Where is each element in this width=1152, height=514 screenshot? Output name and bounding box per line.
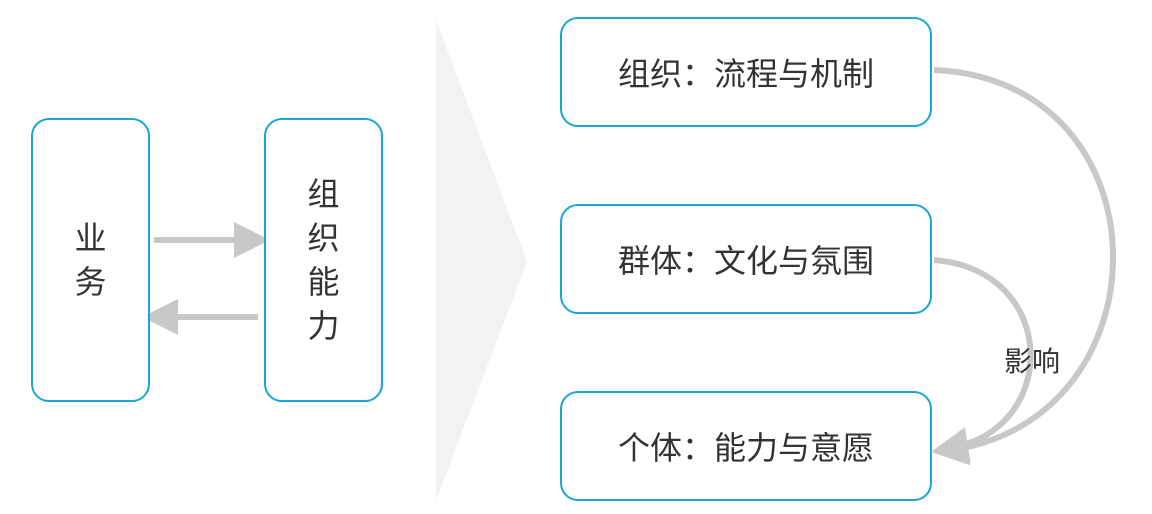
influence-label: 影响	[1004, 345, 1061, 378]
business-char: 业	[74, 219, 107, 257]
individual-ability-label: 个体：能力与意愿	[617, 429, 874, 467]
influence-curve-outer	[932, 67, 1117, 466]
org-capability-char: 织	[307, 219, 340, 257]
org-capability-char: 组	[307, 175, 340, 213]
group-culture-box: 群体：文化与氛围	[560, 204, 932, 314]
org-capability-char: 能	[307, 263, 340, 301]
org-capability-char: 力	[307, 307, 340, 345]
business-char: 务	[74, 263, 107, 301]
group-culture-label: 群体：文化与氛围	[617, 242, 874, 280]
business-box: 业 务	[31, 118, 150, 402]
business-label: 业 务	[74, 216, 106, 304]
org-capability-box: 组 织 能 力	[264, 118, 383, 402]
chevron-separator	[436, 20, 527, 500]
individual-ability-box: 个体：能力与意愿	[560, 391, 932, 501]
influence-curve-inner	[932, 257, 1034, 463]
org-process-label: 组织：流程与机制	[617, 55, 874, 93]
org-process-box: 组织：流程与机制	[560, 17, 932, 127]
org-capability-label: 组 织 能 力	[307, 172, 339, 348]
